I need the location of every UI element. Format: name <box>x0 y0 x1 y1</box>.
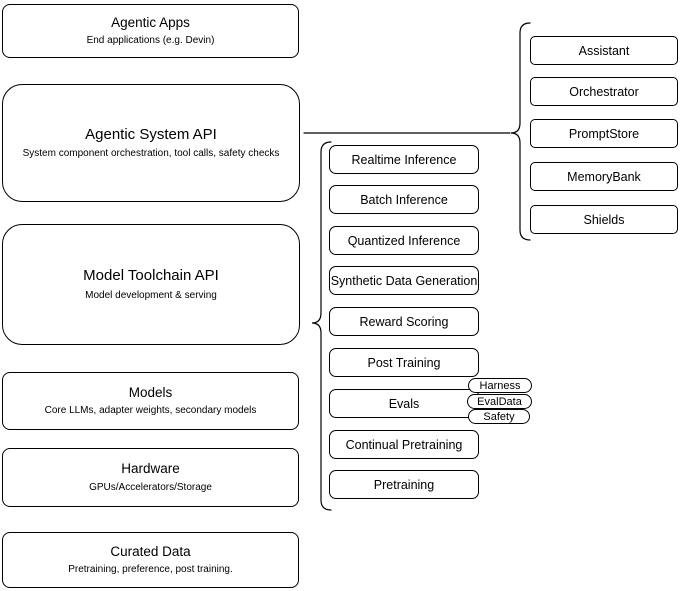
node-label: Shields <box>583 212 625 227</box>
node-model-toolchain-api: Model Toolchain API Model development & … <box>2 224 300 345</box>
node-label: Evals <box>388 396 420 411</box>
node-promptstore: PromptStore <box>530 119 678 148</box>
pill-label: EvalData <box>477 395 522 408</box>
node-label: Orchestrator <box>569 84 639 99</box>
node-curated-data: Curated Data Pretraining, preference, po… <box>2 532 299 588</box>
node-synthetic-data-generation: Synthetic Data Generation <box>329 266 479 295</box>
pill-safety: Safety <box>468 409 530 424</box>
node-label: Pretraining <box>373 477 435 492</box>
node-title: Hardware <box>121 461 180 477</box>
node-title: Agentic System API <box>85 125 217 143</box>
pill-evaldata: EvalData <box>467 394 532 409</box>
node-agentic-system-api: Agentic System API System component orch… <box>2 84 300 202</box>
node-title: Curated Data <box>110 543 191 559</box>
node-assistant: Assistant <box>530 36 678 65</box>
node-shields: Shields <box>530 205 678 234</box>
node-subtitle: System component orchestration, tool cal… <box>22 148 280 160</box>
node-orchestrator: Orchestrator <box>530 77 678 106</box>
node-batch-inference: Batch Inference <box>329 185 479 214</box>
node-memorybank: MemoryBank <box>530 162 678 191</box>
node-label: Post Training <box>367 355 441 370</box>
node-subtitle: GPUs/Accelerators/Storage <box>89 481 212 493</box>
node-subtitle: Pretraining, preference, post training. <box>68 564 233 576</box>
grouping-brace-system-components <box>510 22 531 241</box>
pill-label: Harness <box>479 379 521 392</box>
node-reward-scoring: Reward Scoring <box>329 307 479 336</box>
node-title: Agentic Apps <box>111 14 190 30</box>
node-realtime-inference: Realtime Inference <box>329 145 479 174</box>
node-label: Assistant <box>578 43 630 58</box>
node-models: Models Core LLMs, adapter weights, secon… <box>2 372 299 430</box>
node-label: Reward Scoring <box>359 314 449 329</box>
node-title: Model Toolchain API <box>83 267 219 285</box>
node-post-training: Post Training <box>329 348 479 377</box>
node-label: Batch Inference <box>360 192 448 207</box>
node-hardware: Hardware GPUs/Accelerators/Storage <box>2 448 299 507</box>
node-label: Realtime Inference <box>351 152 457 167</box>
pill-harness: Harness <box>468 378 532 393</box>
node-subtitle: End applications (e.g. Devin) <box>86 35 215 47</box>
node-label: MemoryBank <box>567 169 641 184</box>
node-subtitle: Model development & serving <box>85 289 217 301</box>
node-label: Continual Pretraining <box>345 437 463 452</box>
pill-label: Safety <box>483 410 515 423</box>
node-label: Synthetic Data Generation <box>330 273 478 288</box>
node-label: Quantized Inference <box>347 233 461 248</box>
node-evals: Evals <box>329 389 479 418</box>
node-agentic-apps: Agentic Apps End applications (e.g. Devi… <box>2 4 299 58</box>
node-label: PromptStore <box>568 126 640 141</box>
node-subtitle: Core LLMs, adapter weights, secondary mo… <box>44 405 257 417</box>
node-continual-pretraining: Continual Pretraining <box>329 430 479 459</box>
node-title: Models <box>128 384 173 400</box>
node-quantized-inference: Quantized Inference <box>329 226 479 255</box>
node-pretraining: Pretraining <box>329 470 479 499</box>
